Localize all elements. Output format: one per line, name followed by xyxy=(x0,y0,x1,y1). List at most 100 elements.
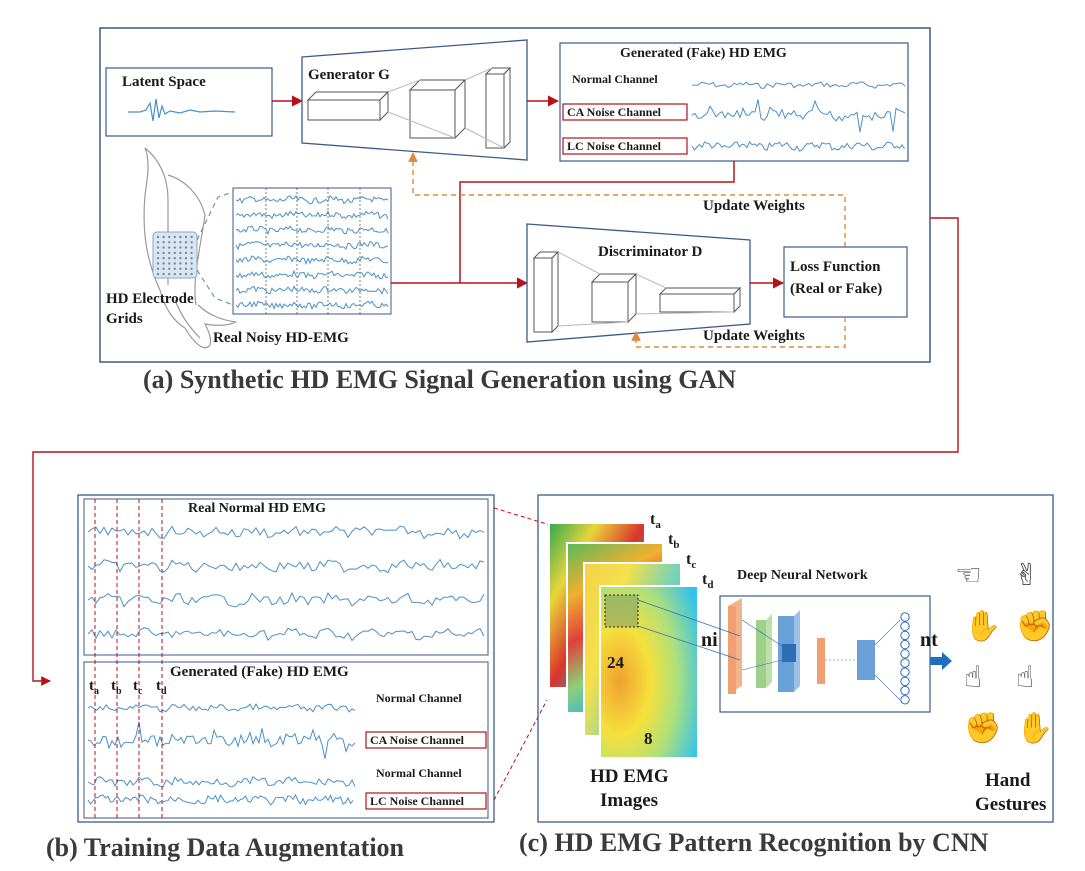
heatmap-patch xyxy=(604,594,639,628)
electrode-label-2: Grids xyxy=(106,311,143,327)
electrode-dot xyxy=(168,251,171,255)
normal-channel-label: Normal Channel xyxy=(572,72,658,86)
electrode-dot xyxy=(156,257,160,260)
output-node xyxy=(900,639,910,650)
hd-emg-images-line2: Images xyxy=(600,790,658,811)
electrode-dot xyxy=(156,272,160,276)
real-normal-waveform xyxy=(87,627,485,642)
electrode-dot xyxy=(162,235,165,239)
dnn-title: Deep Neural Network xyxy=(737,568,868,583)
electrode-dot xyxy=(173,246,176,249)
dnn-left-fragment: ni xyxy=(701,629,718,651)
electrode-dot xyxy=(168,262,171,265)
electrode-dot xyxy=(179,251,182,255)
loss-function-line2: (Real or Fake) xyxy=(790,281,882,297)
generated-normal-waveform xyxy=(87,776,356,788)
electrode-dot xyxy=(190,251,193,255)
ca-noise-label-box xyxy=(562,103,688,121)
electrode-dot xyxy=(162,262,165,265)
tsub-b-0: a xyxy=(94,686,99,697)
update-weights-generator-path xyxy=(408,152,846,247)
lc-noise-label: LC Noise Channel xyxy=(567,139,662,153)
electrode-dot xyxy=(168,272,171,276)
section-b-frame xyxy=(77,494,495,823)
tsub-c-0: a xyxy=(655,519,661,531)
discriminator-trapezoid xyxy=(526,223,751,343)
output-node xyxy=(900,667,910,677)
svg-text:tc: tc xyxy=(133,678,143,697)
gesture-icon-1: ☜ xyxy=(955,558,982,593)
real-noisy-grid-lines xyxy=(265,188,361,314)
electrode-dot xyxy=(184,267,188,270)
dnn-right-fragment: nt xyxy=(920,629,938,651)
patch-link-2 xyxy=(637,625,741,661)
tsub-c-3: d xyxy=(707,579,713,591)
electrode-dot xyxy=(156,262,160,265)
electrode-dot xyxy=(173,251,176,255)
output-node xyxy=(900,612,910,622)
real-noisy-waveform xyxy=(235,285,389,295)
electrode-dot xyxy=(162,257,165,260)
tmark-c-0: t xyxy=(650,511,656,528)
generator-layers xyxy=(306,66,512,150)
update-weights-discriminator-path xyxy=(631,317,846,348)
svg-text:tb: tb xyxy=(111,678,122,697)
real-normal-waveform xyxy=(87,558,485,574)
heatmap-rows-label: 24 xyxy=(607,653,625,672)
electrode-dot xyxy=(162,251,165,255)
electrode-dot xyxy=(184,251,188,255)
hand-gestures-grid: ☜ ✌ ✋ ✊ ☝ ☝ ✊ ✋ xyxy=(955,558,1053,746)
tmark-b-0: t xyxy=(89,678,94,694)
generated-b-title: Generated (Fake) HD EMG xyxy=(170,664,349,680)
generated-ca-waveform xyxy=(87,721,356,759)
generated-fake-title: Generated (Fake) HD EMG xyxy=(620,46,787,61)
electrode-dot xyxy=(179,235,182,239)
lc-noise-b-box xyxy=(365,792,487,810)
electrode-dot xyxy=(184,246,188,249)
electrode-dot xyxy=(173,235,176,239)
real-noisy-signals xyxy=(235,195,389,311)
normal-channel-2-label: Normal Channel xyxy=(376,766,462,780)
electrode-dot xyxy=(173,257,176,260)
electrode-dot xyxy=(179,267,182,270)
real-noisy-waveform xyxy=(235,210,389,220)
electrode-grid-patch xyxy=(152,231,198,279)
gesture-icon-3: ✋ xyxy=(964,608,1001,644)
tsub-c-1: b xyxy=(673,539,679,551)
real-noisy-waveform xyxy=(235,300,389,311)
electrode-dot xyxy=(156,235,160,239)
hand-gestures-line1: Hand xyxy=(985,770,1031,791)
discriminator-layers xyxy=(532,250,742,334)
electrode-dot xyxy=(184,272,188,276)
dnn-layers xyxy=(728,598,910,705)
electrode-dot xyxy=(168,241,171,244)
caption-c: (c) HD EMG Pattern Recognition by CNN xyxy=(519,828,989,857)
gesture-icon-6: ☝ xyxy=(1016,660,1034,695)
electrode-dot xyxy=(184,235,188,239)
dnn-to-gestures-arrow xyxy=(930,652,952,670)
electrode-dot xyxy=(156,246,160,249)
electrode-lead-bottom xyxy=(196,269,234,306)
electrode-dot xyxy=(173,262,176,265)
arrow-generated-to-discriminator xyxy=(459,161,735,283)
time-marker-labels-b: ta tb tc td xyxy=(89,678,167,697)
svg-text:td: td xyxy=(702,571,713,591)
tmark-c-2: t xyxy=(686,551,692,568)
tmark-b-2: t xyxy=(133,678,138,694)
real-noisy-waveform xyxy=(235,255,389,265)
output-node xyxy=(900,621,910,631)
heatmap-stack xyxy=(548,522,699,759)
ca-noise-b-box xyxy=(365,731,487,749)
svg-text:tc: tc xyxy=(686,551,696,571)
section-a-frame xyxy=(99,27,931,363)
output-node xyxy=(900,695,910,705)
electrode-dot xyxy=(190,267,193,270)
loss-function-box xyxy=(783,246,908,318)
output-node xyxy=(900,685,910,696)
hd-emg-images-line1: HD EMG xyxy=(590,766,669,787)
electrode-dot xyxy=(179,262,182,265)
electrode-dot xyxy=(168,267,171,270)
tsub-c-2: c xyxy=(691,559,696,571)
real-normal-waveform xyxy=(87,591,485,608)
tmark-c-3: t xyxy=(702,571,708,588)
